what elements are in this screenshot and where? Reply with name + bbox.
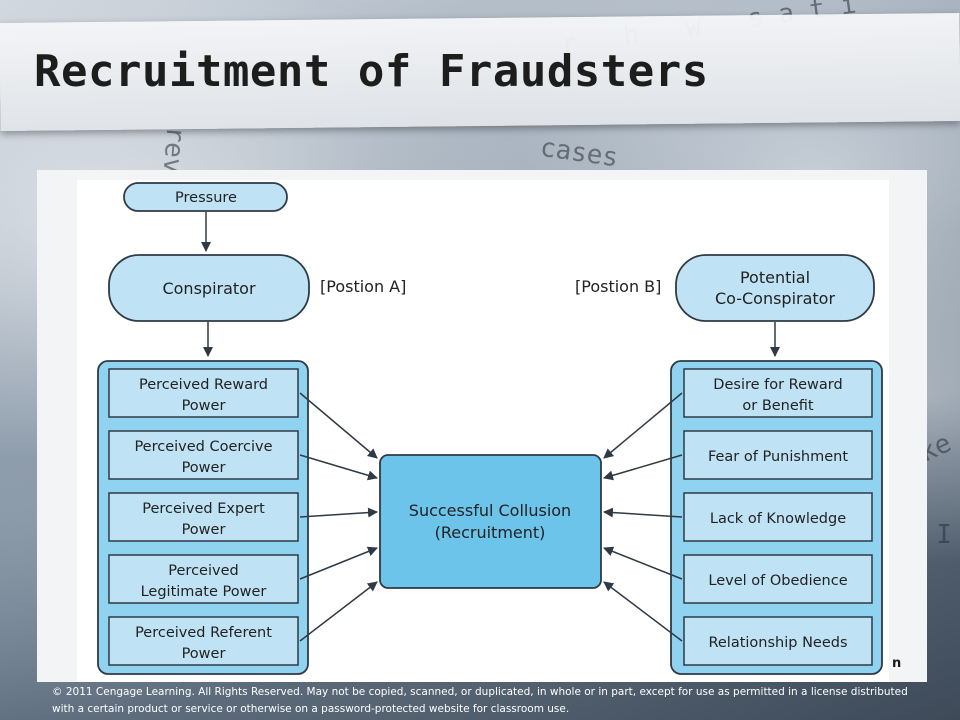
co-conspirator-factor-label: Lack of Knowledge — [710, 511, 846, 527]
power-base-item-box — [108, 616, 299, 666]
co-conspirator-factor-label: or Benefit — [742, 398, 814, 414]
power-base-item-label: Legitimate Power — [141, 584, 267, 600]
arrow-factor-to-collusion — [603, 581, 683, 642]
co-conspirator-factor-label: Fear of Punishment — [708, 449, 848, 465]
co-conspirator-label-line1: Potential — [740, 268, 810, 287]
power-base-item-box — [108, 368, 299, 418]
position-b-label: [Postion B] — [575, 277, 661, 296]
arrow-factor-to-collusion — [603, 546, 683, 580]
center-label-line2: (Recruitment) — [435, 523, 546, 542]
power-base-item-label: Power — [182, 646, 226, 662]
arrow-factor-to-collusion — [603, 392, 683, 459]
position-a-label: [Postion A] — [320, 277, 406, 296]
arrow-power-to-collusion — [299, 546, 378, 580]
power-base-item-label: Perceived Expert — [142, 501, 265, 517]
conspirator-box — [108, 254, 310, 322]
successful-collusion-box — [379, 454, 602, 589]
co-conspirator-box — [675, 254, 875, 322]
influence-arrows — [299, 392, 683, 642]
arrow-power-to-collusion — [299, 392, 378, 459]
power-base-item-label: Perceived Reward — [139, 377, 268, 393]
co-conspirator-factor-box — [683, 430, 873, 480]
co-conspirator-factor-box — [683, 492, 873, 542]
arrow-power-to-collusion — [299, 581, 378, 642]
power-base-item-label: Power — [182, 522, 226, 538]
power-base-item-label: Power — [182, 398, 226, 414]
power-base-item-box — [108, 554, 299, 604]
clipped-edge-text: n — [892, 656, 902, 671]
power-base-item-box — [108, 430, 299, 480]
arrow-factor-to-collusion — [603, 507, 683, 518]
pressure-box — [123, 182, 288, 212]
copyright-footer: © 2011 Cengage Learning. All Rights Rese… — [52, 686, 908, 715]
power-base-item-label: Power — [182, 460, 226, 476]
co-conspirator-label-line2: Co-Conspirator — [715, 289, 836, 308]
power-base-item-label: Perceived Referent — [135, 625, 272, 641]
power-base-item-label: Perceived Coercive — [134, 439, 272, 455]
center-label-line1: Successful Collusion — [409, 501, 571, 520]
co-conspirator-factor-box — [683, 616, 873, 666]
power-base-item-label: Perceived — [168, 563, 238, 579]
co-conspirator-factor-label: Desire for Reward — [713, 377, 842, 393]
pressure-label: Pressure — [175, 190, 237, 206]
co-conspirator-factor-box — [683, 368, 873, 418]
conspirator-label: Conspirator — [162, 279, 255, 298]
power-base-item-box — [108, 492, 299, 542]
arrow-factor-to-collusion — [603, 454, 683, 481]
co-conspirator-factor-label: Level of Obedience — [708, 573, 847, 589]
arrow-power-to-collusion — [299, 507, 378, 518]
co-conspirator-factor-label: Relationship Needs — [708, 635, 847, 651]
slide-title: Recruitment of Fraudsters — [34, 46, 709, 97]
arrow-power-to-collusion — [299, 454, 378, 481]
co-conspirator-factor-box — [683, 554, 873, 604]
